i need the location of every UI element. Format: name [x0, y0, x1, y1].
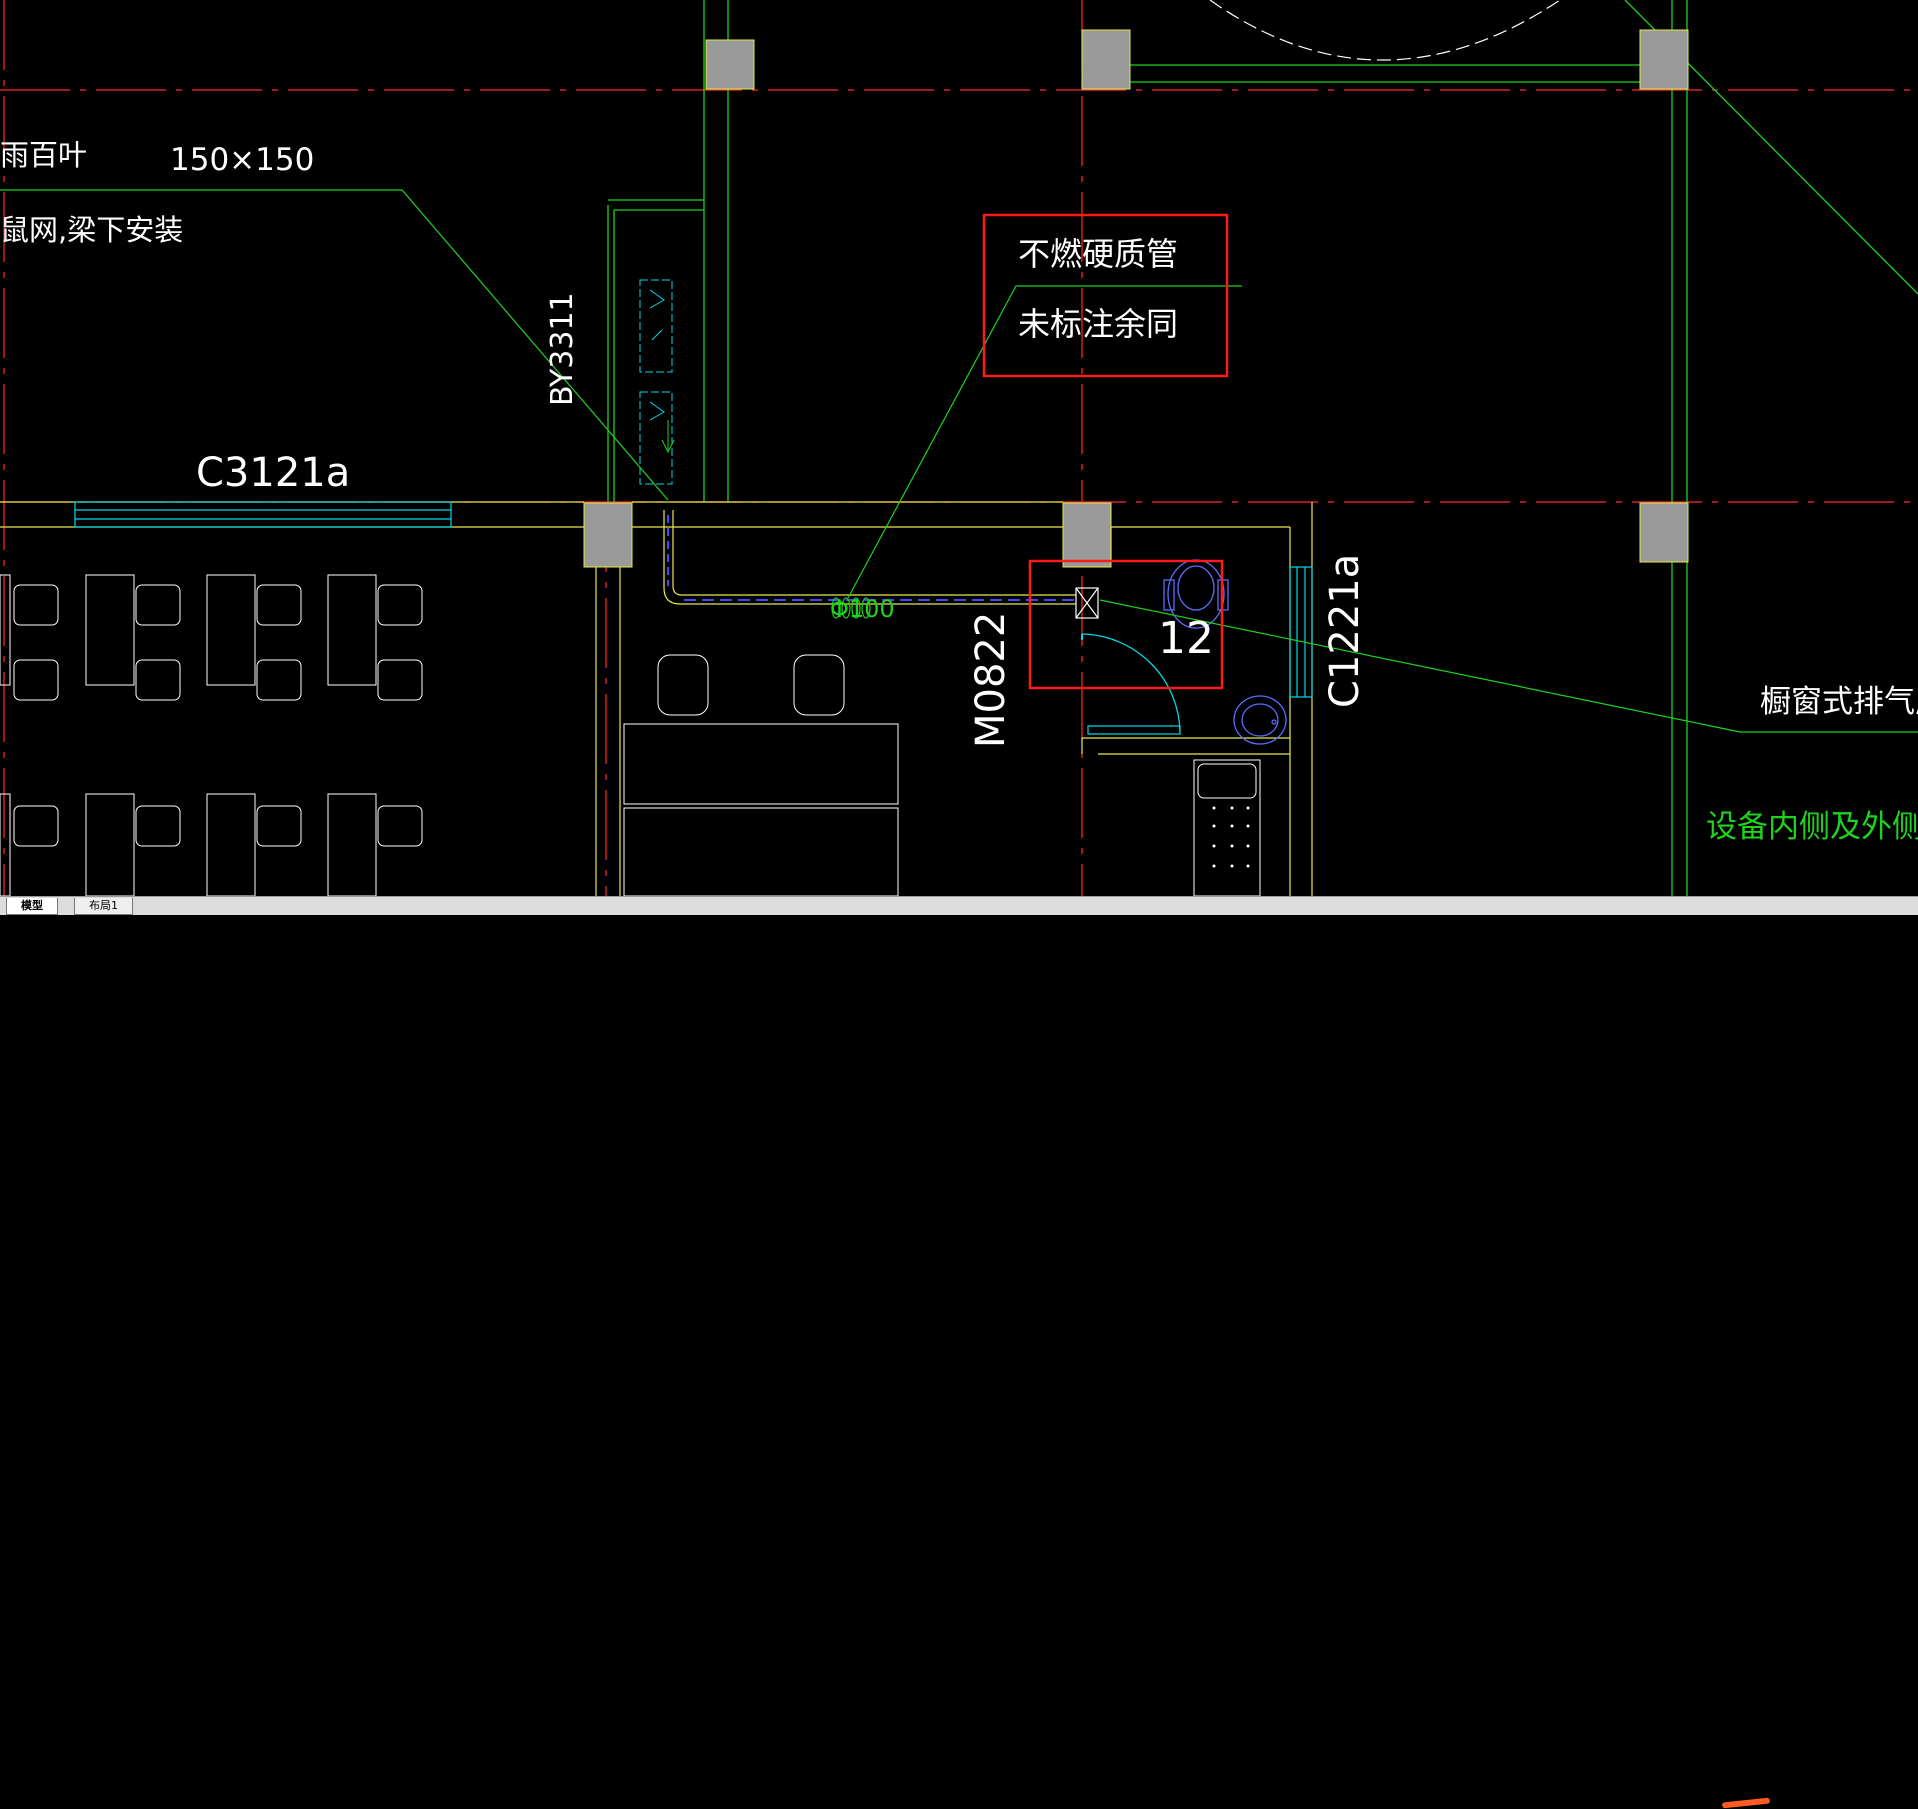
exhaust-duct [663, 510, 1076, 619]
leader-lines [0, 189, 1918, 733]
label-fan-note: 橱窗式排气扇( [1760, 684, 1918, 720]
orange-annotation-mark [1721, 1797, 1771, 1809]
cad-drawing-canvas[interactable]: 雨百叶 150×150 鼠网,梁下安装 C3121a 不燃硬质管 未标注余同 Φ… [0, 0, 1918, 896]
label-size: 150×150 [170, 142, 314, 178]
sofa-pattern [1212, 806, 1250, 868]
label-fan-marker: 12 [1158, 613, 1214, 664]
furniture-tables-chairs [0, 574, 1261, 896]
window-c1221a-symbol [1289, 566, 1313, 698]
axis-grid-lines [0, 0, 1918, 896]
label-mesh-note: 鼠网,梁下安装 [0, 213, 183, 247]
layout-tab-bar: 模型 布局1 [0, 896, 1918, 1809]
window-c3121a-symbol [74, 501, 452, 528]
door-swing-icon [1081, 633, 1181, 735]
washbasin-icon [1233, 695, 1287, 745]
label-window-c1221a: C1221a [1322, 554, 1368, 708]
label-pipe-note-2: 未标注余同 [1018, 305, 1178, 343]
green-structure-lines [607, 0, 1918, 896]
exhaust-fan-icon [1075, 587, 1099, 619]
air-vent-icon [639, 279, 675, 485]
tab-layout1[interactable]: 布局1 [74, 898, 133, 915]
pipe-note-highlight [982, 213, 1229, 378]
label-by-tag: BY3311 [545, 292, 580, 406]
label-door-m0822: M0822 [968, 612, 1014, 748]
tab-model[interactable]: 模型 [6, 898, 58, 915]
label-pipe-diameter: Φ100 [830, 595, 895, 623]
columns [583, 29, 1689, 568]
fan-highlight [1028, 559, 1224, 690]
label-window-c3121a: C3121a [196, 450, 350, 496]
dashed-arc [1209, 0, 1561, 61]
label-pipe-note-1: 不燃硬质管 [1018, 235, 1178, 273]
label-equip-note: 设备内侧及外侧设置 [1706, 809, 1918, 845]
label-louver: 雨百叶 [0, 138, 87, 172]
